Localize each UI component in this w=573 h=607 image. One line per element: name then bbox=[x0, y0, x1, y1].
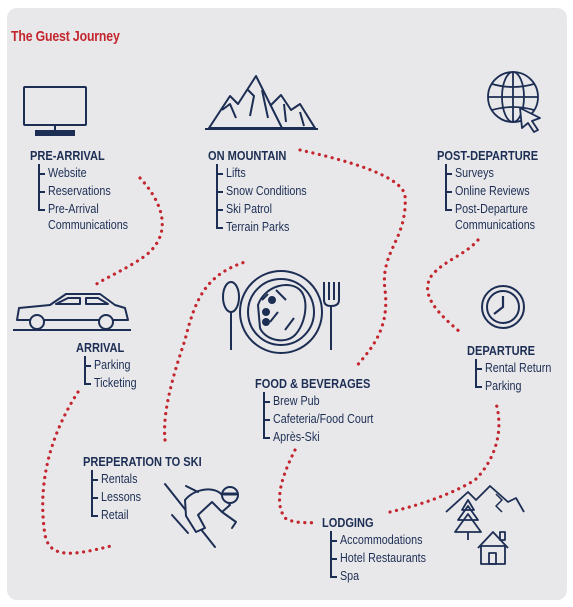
page-title: The Guest Journey bbox=[11, 28, 120, 45]
section-title: ON MOUNTAIN bbox=[208, 148, 287, 163]
list-item: Parking bbox=[84, 356, 144, 374]
list-item: Ski Patrol bbox=[216, 200, 320, 218]
list-item: Online Reviews bbox=[445, 182, 565, 200]
list-item: Ticketing bbox=[84, 374, 144, 392]
list-item: Post-Departure Communications bbox=[445, 200, 565, 234]
section-title: POST-DEPARTURE bbox=[437, 148, 539, 163]
list-item: Rentals bbox=[91, 470, 223, 488]
section-lodging: LODGING Accommodations Hotel Restaurants… bbox=[322, 515, 440, 585]
list-item: Terrain Parks bbox=[216, 218, 320, 236]
section-food-beverages: FOOD & BEVERAGES Brew Pub Cafeteria/Food… bbox=[255, 376, 391, 446]
journey-path bbox=[41, 148, 501, 555]
list-item: Cafeteria/Food Court bbox=[263, 410, 391, 428]
list-item: Lessons bbox=[91, 488, 223, 506]
section-on-mountain: ON MOUNTAIN Lifts Snow Conditions Ski Pa… bbox=[208, 148, 320, 236]
list-item: Accommodations bbox=[330, 531, 440, 549]
list-item: Reservations bbox=[38, 182, 158, 200]
section-preparation-to-ski: PREPERATION TO SKI Rentals Lessons Retai… bbox=[83, 454, 223, 524]
section-title: FOOD & BEVERAGES bbox=[255, 376, 371, 391]
section-title: DEPARTURE bbox=[467, 343, 535, 358]
monitor-icon bbox=[23, 86, 87, 136]
cabin-trees-icon bbox=[445, 485, 525, 565]
plate-fork-spoon-icon bbox=[222, 270, 340, 354]
list-item: Snow Conditions bbox=[216, 182, 320, 200]
list-item: Brew Pub bbox=[263, 392, 391, 410]
skier-icon bbox=[164, 483, 239, 548]
section-post-departure: POST-DEPARTURE Surveys Online Reviews Po… bbox=[437, 148, 565, 234]
list-item: Pre-Arrival Communications bbox=[38, 200, 158, 234]
list-item: Retail bbox=[91, 506, 223, 524]
list-item: Parking bbox=[475, 377, 562, 395]
section-title: ARRIVAL bbox=[76, 340, 125, 355]
list-item: Lifts bbox=[216, 164, 320, 182]
globe-cursor-icon bbox=[487, 71, 541, 133]
section-arrival: ARRIVAL Parking Ticketing bbox=[76, 340, 144, 392]
list-item: Hotel Restaurants bbox=[330, 549, 440, 567]
list-item: Website bbox=[38, 164, 158, 182]
list-item: Spa bbox=[330, 567, 440, 585]
list-item: Après-Ski bbox=[263, 428, 391, 446]
section-title: PRE-ARRIVAL bbox=[30, 148, 105, 163]
car-icon bbox=[13, 293, 131, 331]
section-pre-arrival: PRE-ARRIVAL Website Reservations Pre-Arr… bbox=[30, 148, 158, 234]
section-departure: DEPARTURE Rental Return Parking bbox=[467, 343, 562, 395]
list-item: Rental Return bbox=[475, 359, 562, 377]
list-item: Surveys bbox=[445, 164, 565, 182]
section-title: PREPERATION TO SKI bbox=[83, 454, 202, 469]
section-title: LODGING bbox=[322, 515, 374, 530]
mountain-icon bbox=[205, 75, 318, 130]
clock-icon bbox=[481, 285, 525, 329]
